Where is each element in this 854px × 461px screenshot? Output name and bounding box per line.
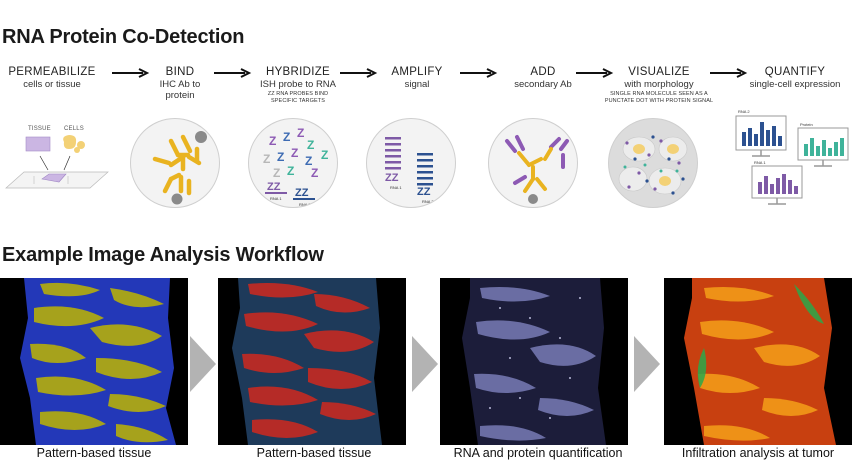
- step-note: SINGLE RNA MOLECULE SEEN AS A PUNCTATE D…: [604, 91, 714, 104]
- monitor-label-rna2: RNA 2: [738, 109, 750, 114]
- svg-text:ZZ: ZZ: [385, 172, 399, 184]
- right-arrow-icon: [460, 68, 498, 78]
- rna1-label: RNA 1: [390, 185, 402, 190]
- workflow-caption-2: Pattern-based tissue: [256, 446, 372, 460]
- chevron-right-icon: [412, 336, 438, 392]
- tissue-pattern-image: [20, 278, 176, 445]
- right-arrow-icon: [112, 68, 150, 78]
- svg-text:Z: Z: [263, 152, 270, 166]
- svg-text:ZZ: ZZ: [295, 187, 309, 199]
- bind-circle: [130, 118, 220, 208]
- rna2-label: RNA 2: [422, 199, 434, 204]
- workflow-caption-1: Pattern-based tissue: [36, 446, 152, 460]
- workflow-caption-3: RNA and protein quantification: [453, 446, 623, 460]
- amplify-circle: ZZ ZZ RNA 1 RNA 2: [366, 118, 456, 208]
- monitor-label-protein: Protein: [800, 122, 813, 127]
- amplify-icon: ZZ ZZ: [385, 137, 433, 198]
- step-quantify: QUANTIFY single-cell expression: [738, 65, 852, 90]
- step-title: QUANTIFY: [764, 66, 826, 78]
- quantify-monitors-icon: [735, 115, 849, 205]
- tissue-quantification-image: [462, 278, 606, 445]
- workflow-panel-4: [664, 278, 852, 445]
- svg-text:ZZ: ZZ: [417, 186, 431, 198]
- chevron-right-icon: [190, 336, 216, 392]
- slide-illustration: [5, 135, 109, 189]
- step-title: PERMEABILIZE: [8, 66, 96, 78]
- right-arrow-icon: [576, 68, 614, 78]
- step-title: VISUALIZE: [628, 66, 690, 78]
- punctate-dots-icon: [618, 135, 688, 195]
- section-title-workflow: Example Image Analysis Workflow: [2, 244, 324, 266]
- step-subtitle: secondary Ab: [514, 79, 572, 90]
- workflow-caption-4: Infiltration analysis at tumor: [681, 446, 835, 460]
- svg-text:Z: Z: [287, 164, 294, 178]
- svg-text:ZZ: ZZ: [267, 181, 281, 193]
- step-title: ADD: [530, 66, 556, 78]
- rna1-label: RNA 1: [270, 196, 282, 201]
- step-title: HYBRIDIZE: [265, 66, 331, 78]
- chevron-right-icon: [634, 336, 660, 392]
- section-title-codetection: RNA Protein Co-Detection: [2, 26, 245, 48]
- step-visualize: VISUALIZE with morphology SINGLE RNA MOL…: [600, 65, 718, 104]
- step-subtitle: with morphology: [624, 79, 694, 90]
- step-subtitle: cells or tissue: [23, 79, 81, 90]
- right-arrow-icon: [710, 68, 748, 78]
- step-bind: BIND IHC Ab to protein: [142, 65, 218, 101]
- add-circle: [488, 118, 578, 208]
- infiltration-heatmap-image: [684, 278, 836, 445]
- secondary-antibody-icon: [505, 135, 569, 204]
- step-note: ZZ RNA PROBES BIND SPECIFIC TARGETS: [267, 91, 329, 104]
- visualize-circle: [608, 118, 698, 208]
- workflow-panel-2: [218, 278, 406, 445]
- rna2-label: RNA 2: [299, 202, 311, 207]
- cells-label: CELLS: [64, 126, 85, 132]
- tissue-pattern-image: [232, 278, 382, 445]
- step-subtitle: signal: [404, 79, 430, 90]
- tissue-label: TISSUE: [28, 126, 51, 132]
- svg-text:Z: Z: [283, 130, 290, 144]
- svg-text:Z: Z: [311, 166, 318, 180]
- right-arrow-icon: [340, 68, 378, 78]
- svg-text:Z: Z: [273, 166, 280, 180]
- svg-text:Z: Z: [305, 154, 312, 168]
- svg-text:Z: Z: [307, 138, 314, 152]
- step-amplify: AMPLIFY signal: [376, 65, 458, 90]
- right-arrow-icon: [214, 68, 252, 78]
- step-hybridize: HYBRIDIZE ISH probe to RNA ZZ RNA PROBES…: [246, 65, 350, 104]
- step-subtitle: IHC Ab to protein: [159, 79, 201, 101]
- step-add: ADD secondary Ab: [502, 65, 584, 90]
- step-subtitle: single-cell expression: [749, 79, 841, 90]
- svg-text:Z: Z: [297, 126, 304, 140]
- step-title: AMPLIFY: [391, 66, 443, 78]
- step-permeabilize: PERMEABILIZE cells or tissue: [4, 65, 100, 90]
- svg-text:Z: Z: [277, 150, 284, 164]
- workflow-panel-1: [0, 278, 188, 445]
- step-subtitle: ISH probe to RNA: [259, 79, 337, 90]
- workflow-panel-3: [440, 278, 628, 445]
- svg-text:Z: Z: [321, 148, 328, 162]
- svg-text:Z: Z: [291, 146, 298, 160]
- step-title: BIND: [165, 66, 195, 78]
- monitor-label-rna1: RNA 1: [754, 160, 766, 165]
- svg-text:Z: Z: [269, 134, 276, 148]
- antibody-icon: [152, 131, 207, 205]
